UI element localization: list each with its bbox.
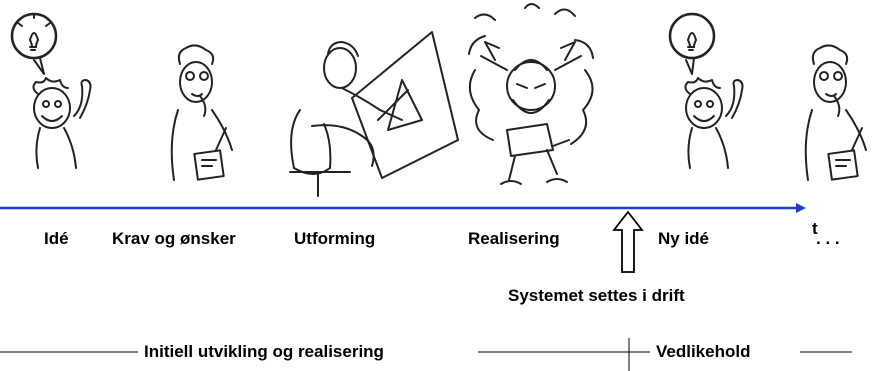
new-idea-figure: [650, 0, 760, 180]
stage-label-requirements: Krav og ønsker: [112, 229, 236, 248]
lightbulb-icon: [29, 32, 39, 48]
implementation-figure: [455, 0, 605, 200]
next-figure: [790, 0, 872, 200]
deployment-label: Systemet settes i drift: [508, 286, 685, 305]
thought-bubble-icon: [668, 12, 716, 60]
stage-label-design: Utforming: [294, 229, 376, 248]
stage-label-new-idea: Ny idé: [658, 229, 710, 248]
requirements-figure: [150, 0, 250, 200]
lightbulb-icon: [687, 32, 697, 48]
up-arrow-icon: [612, 210, 644, 273]
stage-label-implementation: Realisering: [468, 229, 560, 248]
design-figure: [282, 0, 462, 200]
arrowhead-icon: [796, 203, 806, 213]
stage-label-ellipsis: . . .: [816, 229, 840, 248]
phase-label-maintenance: Vedlikehold: [656, 342, 751, 361]
phase-label-initial: Initiell utvikling og realisering: [144, 342, 384, 361]
axis-time-label: t: [812, 219, 818, 238]
idea-figure: [0, 0, 110, 180]
stage-label-idea: Idé: [44, 229, 69, 248]
